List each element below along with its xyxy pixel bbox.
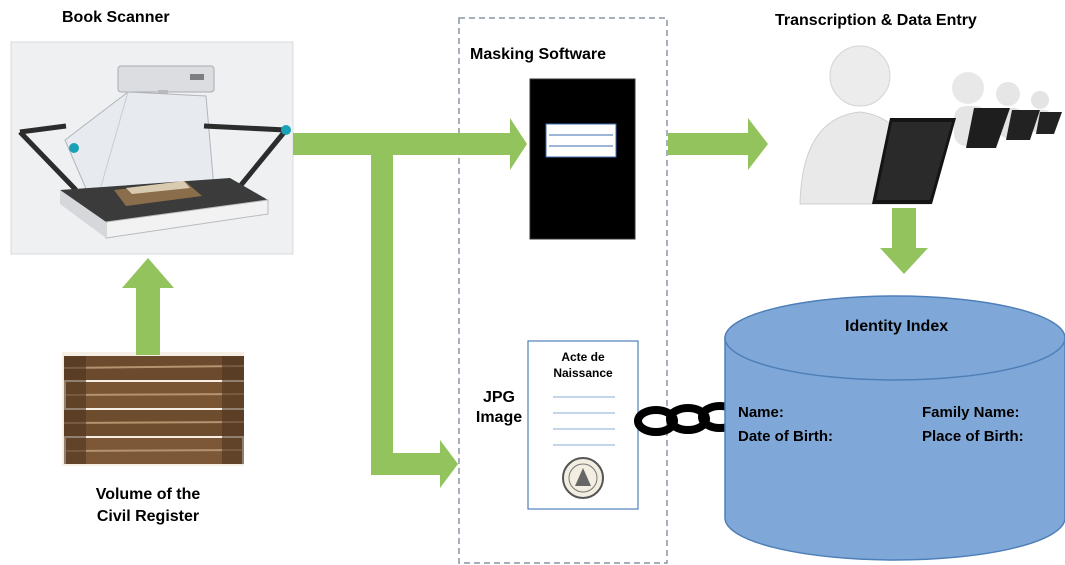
document-title-line1: Acte de: [561, 350, 605, 364]
arrow-masking-to-transcription: [668, 118, 768, 170]
field-family-name: Family Name:: [922, 404, 1020, 421]
label-jpg-line1: JPG: [482, 389, 515, 406]
label-book-scanner: Book Scanner: [62, 9, 170, 26]
label-volume-civil-register: Volume of the Civil Register: [72, 484, 224, 528]
label-transcription-data-entry: Transcription & Data Entry: [775, 12, 977, 29]
masked-document-icon: [529, 78, 636, 240]
document-title: Acte de Naissance: [528, 349, 638, 381]
label-volume-line2: Civil Register: [96, 508, 200, 525]
label-identity-index: Identity Index: [845, 318, 949, 335]
arrow-scanner-to-masking: [385, 118, 527, 170]
stamp-seal-icon: [562, 457, 604, 499]
field-name: Name:: [738, 404, 784, 421]
label-jpg-line2: Image: [475, 409, 523, 426]
book-scanner-image: [10, 41, 294, 255]
arrow-volume-to-scanner: [122, 258, 174, 355]
identity-index-database: [724, 295, 1065, 561]
arrow-transcription-to-index: [880, 208, 928, 274]
transcription-workers-image: [799, 45, 1062, 205]
field-date-of-birth: Date of Birth:: [738, 428, 833, 445]
civil-register-volume-image: [62, 352, 245, 466]
arrow-to-jpg-image: [371, 440, 458, 488]
processing-column: [458, 17, 668, 564]
field-place-of-birth: Place of Birth:: [922, 428, 1024, 445]
label-jpg-image: JPG Image: [470, 388, 528, 428]
document-title-line2: Naissance: [553, 366, 613, 380]
label-volume-line1: Volume of the: [95, 486, 201, 503]
flow-arrows: [122, 118, 928, 488]
label-masking-software: Masking Software: [470, 46, 607, 63]
chain-link-icon: [634, 402, 742, 436]
